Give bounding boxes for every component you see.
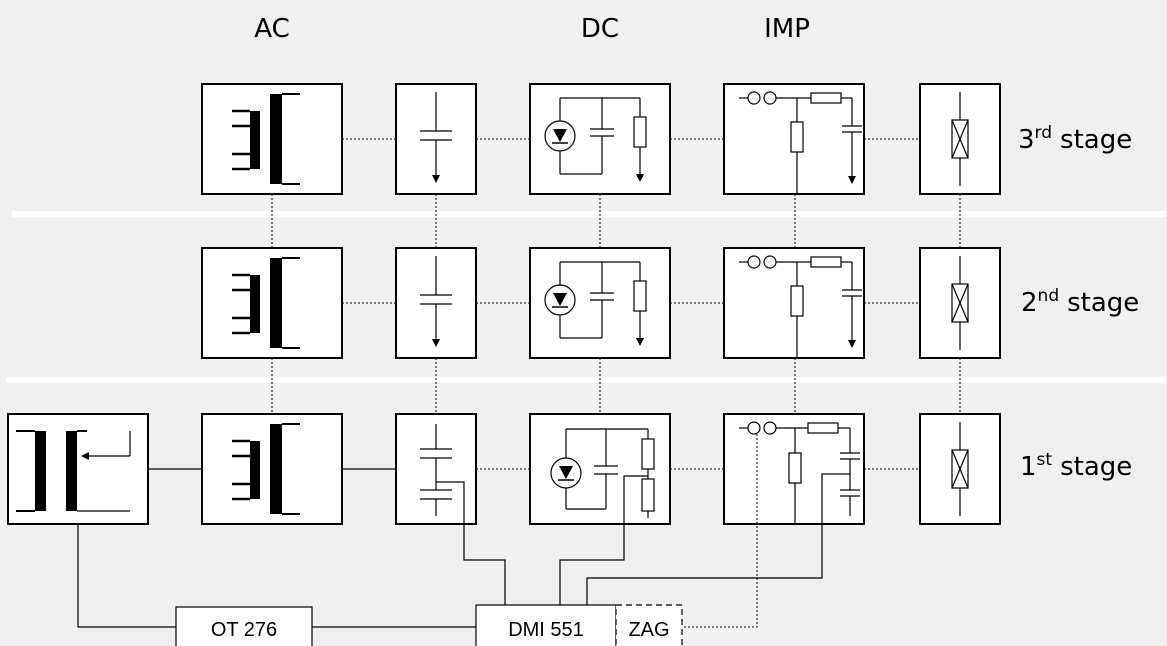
- stage3-dc-rectifier: [529, 83, 671, 195]
- stage1-ac-transformer: [200, 412, 344, 526]
- svg-text:ZAG: ZAG: [628, 619, 669, 641]
- stage-separator: [12, 211, 1165, 217]
- column-label-imp: IMP: [764, 14, 810, 44]
- stage-coupling-lines: [271, 194, 961, 414]
- regulating-transformer: [7, 413, 149, 525]
- stage1-capacitor-divider: [395, 413, 506, 605]
- stage2-test-object: [919, 247, 1001, 359]
- stage3-capacitor-divider: [395, 83, 477, 195]
- column-label-dc: DC: [581, 14, 619, 44]
- svg-text:DMI 551: DMI 551: [508, 619, 584, 641]
- stage1-dc-rectifier: [529, 413, 671, 605]
- column-label-ac: AC: [254, 14, 289, 44]
- control-wiring: [77, 524, 476, 628]
- stage3-impulse-generator: [723, 83, 865, 195]
- svg-text:OT 276: OT 276: [211, 619, 277, 641]
- stage-separator: [6, 377, 1165, 383]
- dmi-551-instrument: DMI 551: [475, 604, 617, 646]
- stage1-impulse-generator: [586, 413, 865, 628]
- stage2-impulse-generator: [723, 247, 865, 359]
- stage2-ac-transformer: [200, 246, 344, 360]
- ot-276-instrument: OT 276: [175, 606, 313, 646]
- stage1-test-object: [919, 413, 1001, 525]
- stage2-dc-rectifier: [529, 247, 671, 359]
- stage2-capacitor-divider: [395, 247, 477, 359]
- stage3-test-object: [919, 83, 1001, 195]
- stage-row-lines: [342, 138, 920, 470]
- zag-instrument: ZAG: [615, 604, 683, 646]
- stage3-ac-transformer: [200, 82, 344, 196]
